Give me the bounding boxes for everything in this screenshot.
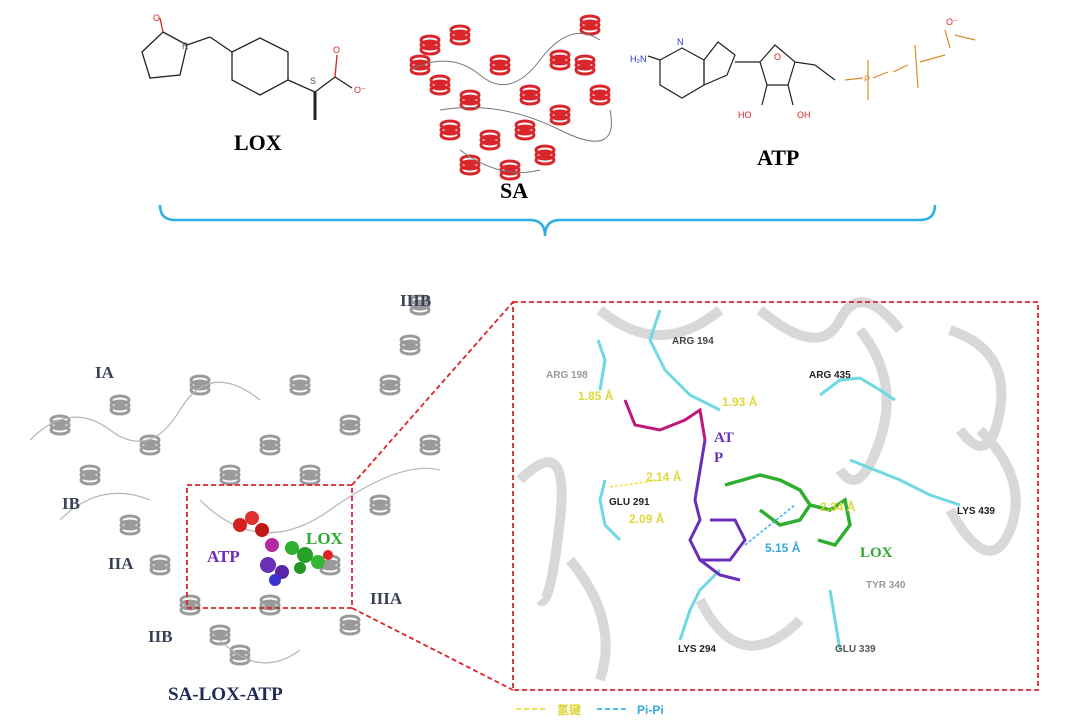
atp-atom-oh: OH	[797, 110, 811, 120]
atp-structure	[647, 29, 976, 106]
atp-atom-o: O	[774, 52, 781, 62]
detail-lox-label: LOX	[860, 545, 893, 561]
atp-ligand-label: ATP	[207, 547, 240, 566]
lox-stereo-s: S	[310, 76, 316, 86]
curly-brace	[158, 204, 937, 237]
distance-1-85: 1.85 Å	[578, 388, 614, 403]
domain-label-ia: IA	[95, 363, 115, 382]
atp-atom-ho: HO	[738, 110, 752, 120]
atp-atom-o-minus: O⁻	[946, 17, 958, 27]
residue-arg435: ARG 435	[809, 370, 851, 381]
lox-ligand-label: LOX	[306, 529, 344, 548]
residue-lys439: LYS 439	[957, 506, 995, 517]
complex-caption: SA-LOX-ATP	[168, 684, 283, 705]
detail-ribbons	[516, 297, 1021, 682]
lox-structure	[141, 17, 353, 120]
atp-phosphate-sticks	[623, 399, 707, 441]
legend-pipi-label: Pi-Pi	[637, 703, 664, 717]
residue-arg198: ARG 198	[546, 370, 588, 381]
distance-2-34: 2.34 Å	[820, 499, 856, 514]
residue-glu339: GLU 339	[835, 644, 876, 655]
atp-spheres	[233, 511, 289, 586]
residue-arg194: ARG 194	[672, 336, 714, 347]
distance-5-15: 5.15 Å	[765, 540, 801, 555]
atp-atom-p: P	[864, 74, 870, 84]
atp-atom-n: N	[677, 37, 684, 47]
lox-atom-o-minus: O⁻	[354, 85, 366, 95]
lox-atom-o2: O	[333, 45, 340, 55]
domain-label-ib: IB	[62, 494, 80, 513]
distance-2-09: 2.09 Å	[629, 511, 665, 526]
legend-hbond-label: 氢键	[557, 702, 581, 717]
residue-lys294: LYS 294	[678, 644, 716, 655]
residue-tyr340: TYR 340	[866, 580, 906, 591]
lox-sticks	[724, 473, 852, 548]
domain-label-iiia: IIIA	[370, 589, 403, 608]
zoom-connector-bottom	[351, 607, 514, 691]
sa-label: SA	[500, 178, 528, 203]
domain-label-iia: IIA	[108, 554, 134, 573]
lox-atom-o: O	[153, 13, 160, 23]
zoom-region-box	[186, 484, 353, 609]
atp-atom-nh2: H₂N	[630, 54, 647, 64]
detail-atp-label-line1: AT	[714, 430, 734, 446]
atp-adenine-sticks	[688, 439, 747, 582]
lox-stereo-r: R	[182, 41, 189, 51]
distance-1-93: 1.93 Å	[722, 394, 758, 409]
zoom-connector-top	[351, 301, 514, 486]
domain-label-iiib: IIIB	[400, 291, 431, 310]
residue-sticks	[596, 309, 961, 651]
detail-frame	[512, 301, 1039, 691]
lox-spheres	[285, 541, 333, 574]
detail-atp-label-line2: P	[714, 450, 723, 466]
residue-glu291: GLU 291	[609, 497, 650, 508]
sa-protein-image	[409, 14, 611, 181]
distance-2-14: 2.14 Å	[646, 469, 682, 484]
sa-protein-loops	[409, 32, 612, 173]
hbond-line	[609, 479, 661, 488]
detail-panel	[516, 297, 1021, 682]
atp-label: ATP	[757, 145, 799, 170]
lox-label: LOX	[234, 130, 282, 155]
domain-label-iib: IIB	[148, 627, 173, 646]
pipi-line	[744, 504, 796, 546]
